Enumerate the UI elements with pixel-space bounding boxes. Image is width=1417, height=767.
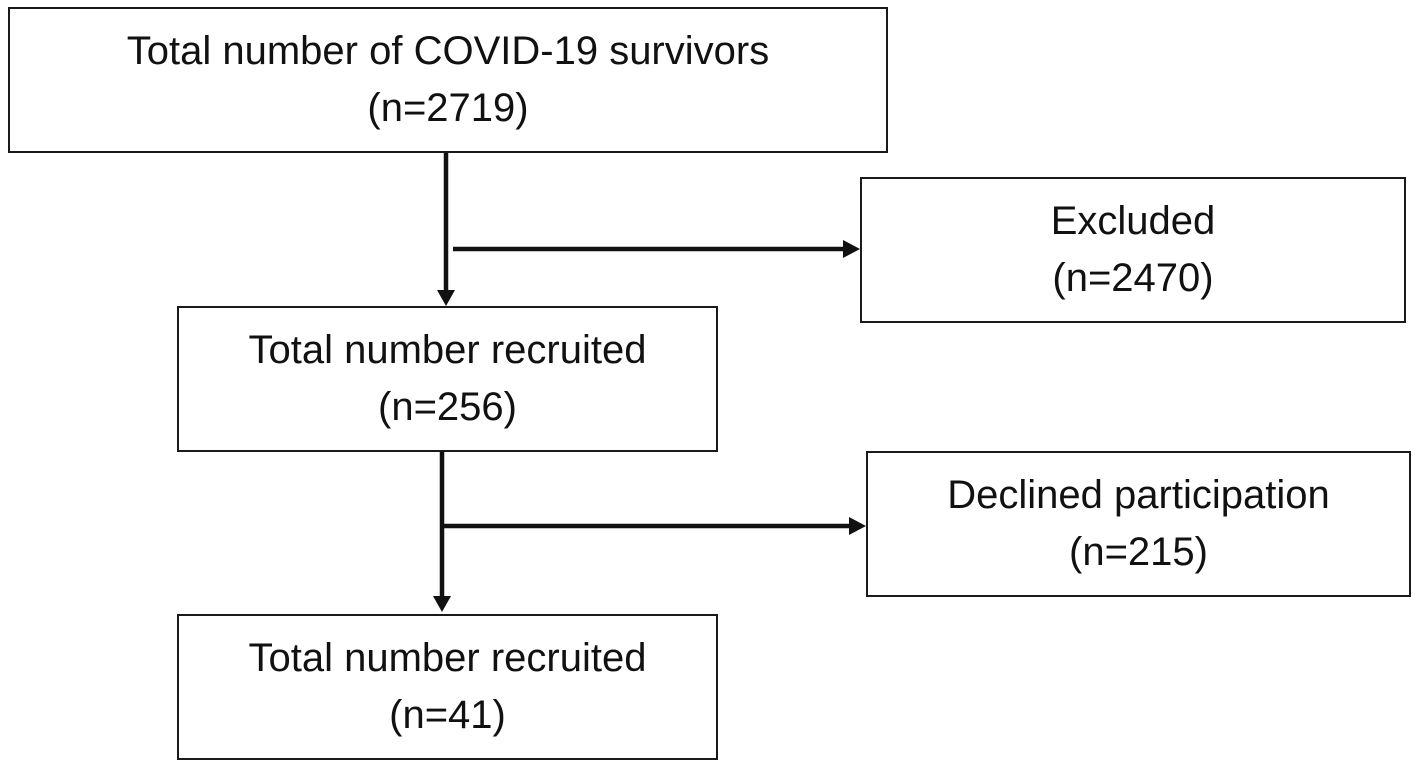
- box-declined-participation: Declined participation (n=215): [866, 451, 1411, 597]
- excluded-label: Excluded: [1050, 199, 1216, 244]
- declined-label: Declined participation: [947, 473, 1330, 518]
- box-final-recruited: Total number recruited (n=41): [177, 614, 718, 760]
- final-count: (n=41): [389, 693, 506, 737]
- arrowhead-right-declined: [849, 517, 866, 535]
- box-excluded: Excluded (n=2470): [860, 177, 1406, 323]
- box-total-survivors: Total number of COVID-19 survivors (n=27…: [8, 7, 888, 153]
- arrowhead-down-final: [433, 596, 451, 612]
- arrowhead-down-recruited: [437, 290, 455, 306]
- final-label: Total number recruited: [248, 636, 647, 681]
- survivors-label: Total number of COVID-19 survivors: [126, 29, 770, 74]
- recruited-count: (n=256): [378, 385, 517, 429]
- declined-count: (n=215): [1069, 530, 1208, 574]
- recruited-label: Total number recruited: [248, 328, 647, 373]
- survivors-count: (n=2719): [367, 86, 529, 130]
- arrowhead-right-excluded: [843, 240, 860, 258]
- excluded-count: (n=2470): [1052, 256, 1214, 300]
- box-total-recruited: Total number recruited (n=256): [177, 306, 718, 452]
